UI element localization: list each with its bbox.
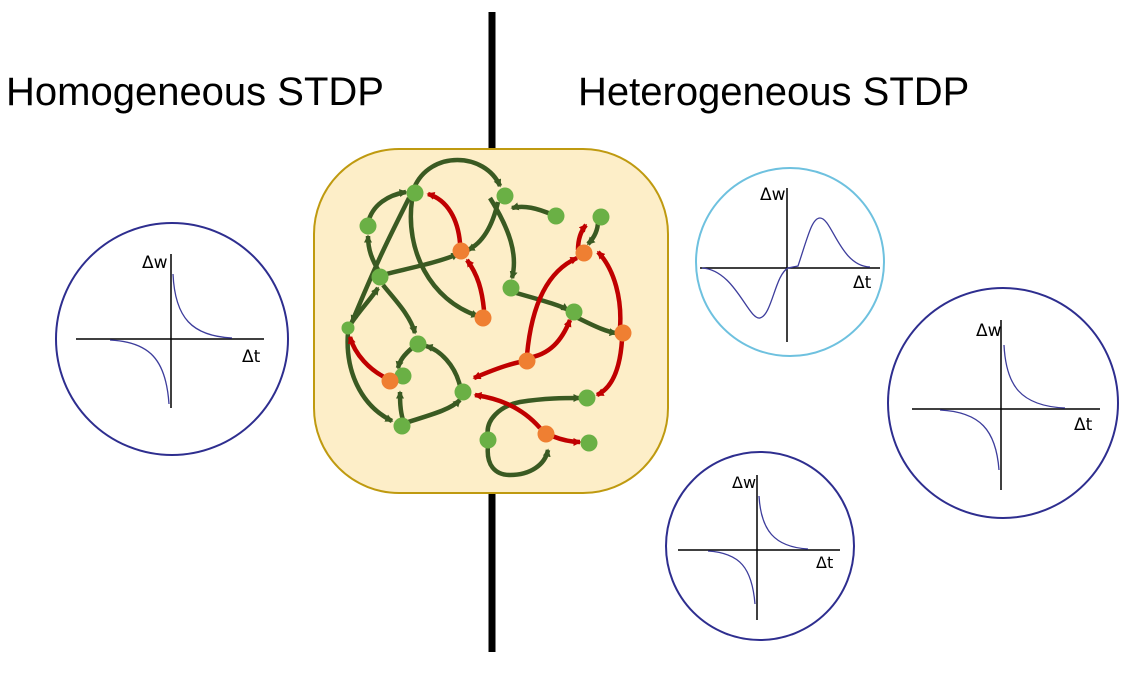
homogeneous-title: Homogeneous STDP <box>6 70 384 114</box>
inhibitory-neuron <box>474 309 492 327</box>
stdp-panel-circle <box>665 451 855 641</box>
delta-t-label: Δt <box>816 553 833 572</box>
inhibitory-neurons <box>381 242 632 443</box>
stdp-curve-ltp <box>758 495 809 550</box>
inhibitory-synapse <box>347 335 388 381</box>
delta-t-label: Δt <box>242 347 261 367</box>
excitatory-neuron <box>394 367 412 385</box>
inhibitory-neuron <box>575 244 593 262</box>
excitatory-neuron <box>592 208 610 226</box>
excitatory-neuron <box>341 321 355 335</box>
excitatory-synapse <box>485 394 582 437</box>
inhibitory-neuron <box>452 242 470 260</box>
excitatory-neuron <box>409 335 427 353</box>
excitatory-neuron <box>578 389 596 407</box>
excitatory-neuron <box>565 303 583 321</box>
inhibitory-synapse <box>465 258 487 311</box>
stdp-panel-heterogeneous-2: Δw Δt <box>887 287 1119 519</box>
delta-w-label: Δw <box>732 473 756 492</box>
excitatory-synapse <box>345 331 394 424</box>
excitatory-neuron <box>496 187 514 205</box>
inhibitory-neuron <box>537 425 555 443</box>
excitatory-synapse <box>411 157 503 189</box>
delta-t-label: Δt <box>1074 415 1093 435</box>
excitatory-neuron <box>406 184 424 202</box>
excitatory-synapse <box>395 346 414 370</box>
excitatory-synapse <box>348 286 380 327</box>
excitatory-neuron <box>393 417 411 435</box>
inhibitory-synapses <box>347 191 625 446</box>
delta-w-label: Δw <box>142 253 168 273</box>
delta-t-label: Δt <box>853 273 872 293</box>
inhibitory-synapse <box>524 255 579 356</box>
excitatory-synapse <box>404 398 462 426</box>
inhibitory-neuron <box>381 372 399 390</box>
inhibitory-neuron <box>518 352 536 370</box>
inhibitory-neuron <box>614 324 632 342</box>
inhibitory-synapse <box>426 191 463 244</box>
excitatory-synapse <box>408 199 480 319</box>
stdp-curve-ltd <box>109 339 170 405</box>
excitatory-neuron <box>479 431 497 449</box>
stdp-panel-circle <box>887 287 1119 519</box>
excitatory-synapse <box>424 343 463 387</box>
inhibitory-synapse <box>596 250 623 329</box>
excitatory-neuron <box>580 434 598 452</box>
inhibitory-synapse <box>595 339 625 398</box>
excitatory-synapse <box>385 251 460 277</box>
excitatory-synapse <box>512 289 570 312</box>
stdp-curve <box>701 217 871 319</box>
excitatory-neuron <box>371 268 389 286</box>
stdp-curve-ltp <box>1003 344 1066 409</box>
excitatory-synapse <box>576 315 618 337</box>
excitatory-synapse <box>488 196 518 280</box>
stdp-curve-ltd <box>707 550 756 605</box>
stdp-curve-ltp <box>172 273 233 339</box>
inhibitory-synapse <box>551 433 582 446</box>
excitatory-neuron <box>547 207 565 225</box>
stdp-panel-circle <box>695 167 885 357</box>
excitatory-synapse <box>485 445 551 478</box>
excitatory-neuron <box>359 217 377 235</box>
stdp-panel-homogeneous: Δw Δt <box>55 222 289 456</box>
excitatory-synapse <box>349 196 412 324</box>
delta-w-label: Δw <box>760 185 786 205</box>
stdp-panel-heterogeneous-1: Δw Δt <box>695 167 885 357</box>
inhibitory-synapse <box>472 359 521 381</box>
stdp-curve-ltd <box>939 409 1000 471</box>
excitatory-synapse <box>396 390 406 421</box>
excitatory-neuron <box>454 383 472 401</box>
delta-w-label: Δw <box>976 321 1002 341</box>
heterogeneous-title: Heterogeneous STDP <box>578 70 970 114</box>
excitatory-neurons <box>341 184 610 452</box>
stdp-panel-heterogeneous-3: Δw Δt <box>665 451 855 641</box>
excitatory-synapse <box>381 283 418 335</box>
inhibitory-synapse <box>473 392 542 430</box>
excitatory-neuron <box>502 279 520 297</box>
